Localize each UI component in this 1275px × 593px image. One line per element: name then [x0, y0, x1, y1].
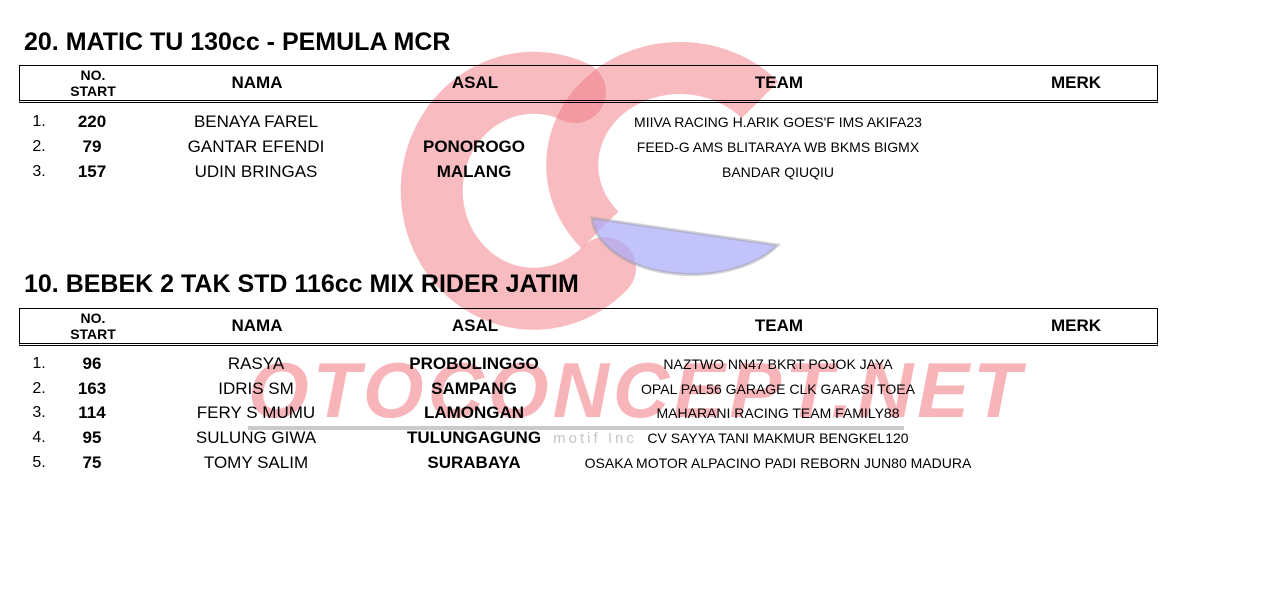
rider-name: GANTAR EFENDI [187, 137, 325, 156]
start-number: 96 [82, 354, 102, 373]
section-title: 20. MATIC TU 130cc - PEMULA MCR [24, 28, 451, 56]
rider-origin: PONOROGO [422, 137, 525, 156]
rider-team: NAZTWO NN47 BKRT POJOK JAYA [663, 356, 893, 372]
start-number: 95 [82, 428, 102, 447]
rider-team: OPAL PAL56 GARAGE CLK GARASI TOEA [641, 381, 915, 397]
rank: 3. [32, 404, 46, 421]
rider-team: MIIVA RACING H.ARIK GOES'F IMS AKIFA23 [634, 114, 922, 130]
rider-merk [990, 352, 1160, 376]
rider-origin: SAMPANG [431, 379, 517, 398]
rider-name: RASYA [227, 354, 285, 373]
rank: 1. [32, 355, 46, 372]
header-no-start: NO. START [70, 67, 116, 99]
header-asal: ASAL [451, 73, 499, 92]
header-team: TEAM [754, 316, 804, 335]
table-header: NO. START NAMA ASAL TEAM MERK [19, 65, 1158, 103]
header-merk: MERK [1050, 73, 1102, 92]
table-row: 3. 157 UDIN BRINGAS MALANG BANDAR QIUQIU [0, 160, 1275, 184]
rider-origin: SURABAYA [427, 453, 521, 472]
rider-merk [990, 377, 1160, 401]
header-team: TEAM [754, 73, 804, 92]
rank: 2. [32, 380, 46, 397]
header-nama: NAMA [231, 316, 283, 335]
table-row: 2. 79 GANTAR EFENDI PONOROGO FEED-G AMS … [0, 135, 1275, 159]
rider-merk [990, 110, 1160, 134]
start-number: 79 [82, 137, 102, 156]
rank: 1. [32, 113, 46, 130]
table-row: 5. 75 TOMY SALIM SURABAYA OSAKA MOTOR AL… [0, 451, 1275, 475]
table-row: 1. 220 BENAYA FAREL MIIVA RACING H.ARIK … [0, 110, 1275, 134]
rider-name: FERY S MUMU [196, 403, 316, 422]
rider-merk [990, 426, 1160, 450]
rider-merk [990, 160, 1160, 184]
table-row: 4. 95 SULUNG GIWA TULUNGAGUNG CV SAYYA T… [0, 426, 1275, 450]
header-nama: NAMA [231, 73, 283, 92]
start-number: 75 [82, 453, 102, 472]
rider-origin: TULUNGAGUNG [406, 428, 542, 447]
start-number: 220 [77, 112, 107, 131]
header-asal: ASAL [451, 316, 499, 335]
start-number: 157 [77, 162, 107, 181]
rider-name: SULUNG GIWA [195, 428, 317, 447]
rider-name: TOMY SALIM [203, 453, 309, 472]
table-row: 2. 163 IDRIS SM SAMPANG OPAL PAL56 GARAG… [0, 377, 1275, 401]
rider-origin: LAMONGAN [423, 403, 525, 422]
rider-merk [990, 135, 1160, 159]
rank: 2. [32, 138, 46, 155]
rank: 4. [32, 429, 46, 446]
rider-name: IDRIS SM [218, 379, 294, 398]
section-title: 10. BEBEK 2 TAK STD 116cc MIX RIDER JATI… [24, 270, 579, 298]
rank: 3. [32, 163, 46, 180]
rider-team: OSAKA MOTOR ALPACINO PADI REBORN JUN80 M… [584, 455, 972, 471]
rider-team: FEED-G AMS BLITARAYA WB BKMS BIGMX [636, 139, 920, 155]
rider-name: UDIN BRINGAS [194, 162, 318, 181]
rider-merk [990, 401, 1160, 425]
rider-team: MAHARANI RACING TEAM FAMILY88 [656, 405, 900, 421]
start-number: 114 [78, 403, 106, 422]
watermark-blue-arc [590, 216, 782, 277]
rider-name: BENAYA FAREL [193, 112, 319, 131]
header-merk: MERK [1050, 316, 1102, 335]
start-number: 163 [77, 379, 107, 398]
rider-origin: MALANG [436, 162, 512, 181]
table-row: 3. 114 FERY S MUMU LAMONGAN MAHARANI RAC… [0, 401, 1275, 425]
rider-merk [990, 451, 1160, 475]
rider-team: CV SAYYA TANI MAKMUR BENGKEL120 [647, 430, 909, 446]
header-no-start: NO. START [70, 310, 116, 342]
table-header: NO. START NAMA ASAL TEAM MERK [19, 308, 1158, 346]
rank: 5. [32, 454, 46, 471]
rider-team: BANDAR QIUQIU [721, 164, 834, 180]
rider-origin: PROBOLINGGO [409, 354, 539, 373]
table-row: 1. 96 RASYA PROBOLINGGO NAZTWO NN47 BKRT… [0, 352, 1275, 376]
